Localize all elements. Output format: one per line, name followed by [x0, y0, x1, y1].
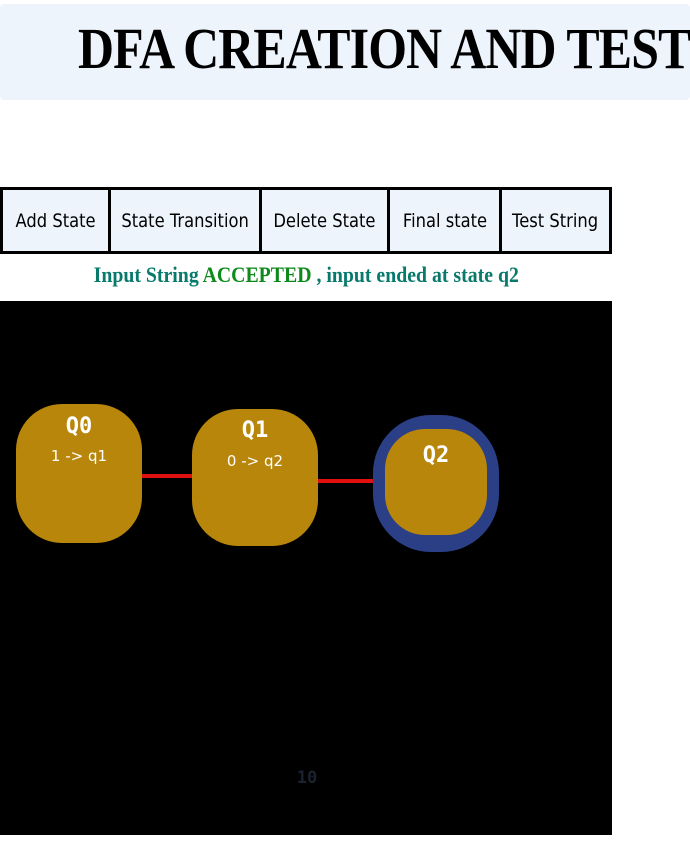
result-prefix: Input String	[93, 262, 203, 287]
add-state-label: Add State	[15, 209, 96, 232]
result-accepted: ACCEPTED	[202, 262, 312, 287]
delete-state-label: Delete State	[273, 209, 376, 232]
state-q2-name: Q2	[423, 443, 450, 468]
dfa-canvas[interactable]: Q0 1 -> q1 Q1 0 -> q2 Q2 10	[0, 301, 612, 835]
state-q1-body[interactable]	[192, 409, 318, 546]
page-title: DFA CREATION AND TESTING	[78, 16, 690, 81]
result-suffix: , input ended at state q2	[311, 262, 519, 287]
state-q2[interactable]: Q2	[373, 415, 499, 552]
state-q0-name: Q0	[66, 414, 93, 439]
dfa-diagram[interactable]: Q0 1 -> q1 Q1 0 -> q2 Q2 10	[0, 301, 612, 835]
test-string-label: Test String	[512, 209, 599, 232]
state-q0[interactable]: Q0 1 -> q1	[16, 404, 142, 543]
final-state-label: Final state	[402, 209, 487, 232]
state-q0-body[interactable]	[16, 404, 142, 543]
state-q1[interactable]: Q1 0 -> q2	[192, 409, 318, 546]
state-q1-transition: 0 -> q2	[227, 452, 283, 470]
final-state-button[interactable]: Final state	[390, 190, 502, 251]
canvas-counter: 10	[297, 768, 317, 788]
toolbar: Add State State Transition Delete State …	[0, 187, 612, 254]
test-string-button[interactable]: Test String	[502, 190, 609, 251]
result-message: Input String ACCEPTED , input ended at s…	[0, 260, 612, 290]
state-q0-transition: 1 -> q1	[51, 447, 107, 465]
state-transition-label: State Transition	[121, 209, 249, 232]
state-q2-body[interactable]	[385, 429, 487, 535]
delete-state-button[interactable]: Delete State	[262, 190, 390, 251]
page-header: DFA CREATION AND TESTING	[0, 4, 690, 100]
state-q1-name: Q1	[242, 418, 269, 443]
add-state-button[interactable]: Add State	[3, 190, 111, 251]
state-transition-button[interactable]: State Transition	[111, 190, 262, 251]
